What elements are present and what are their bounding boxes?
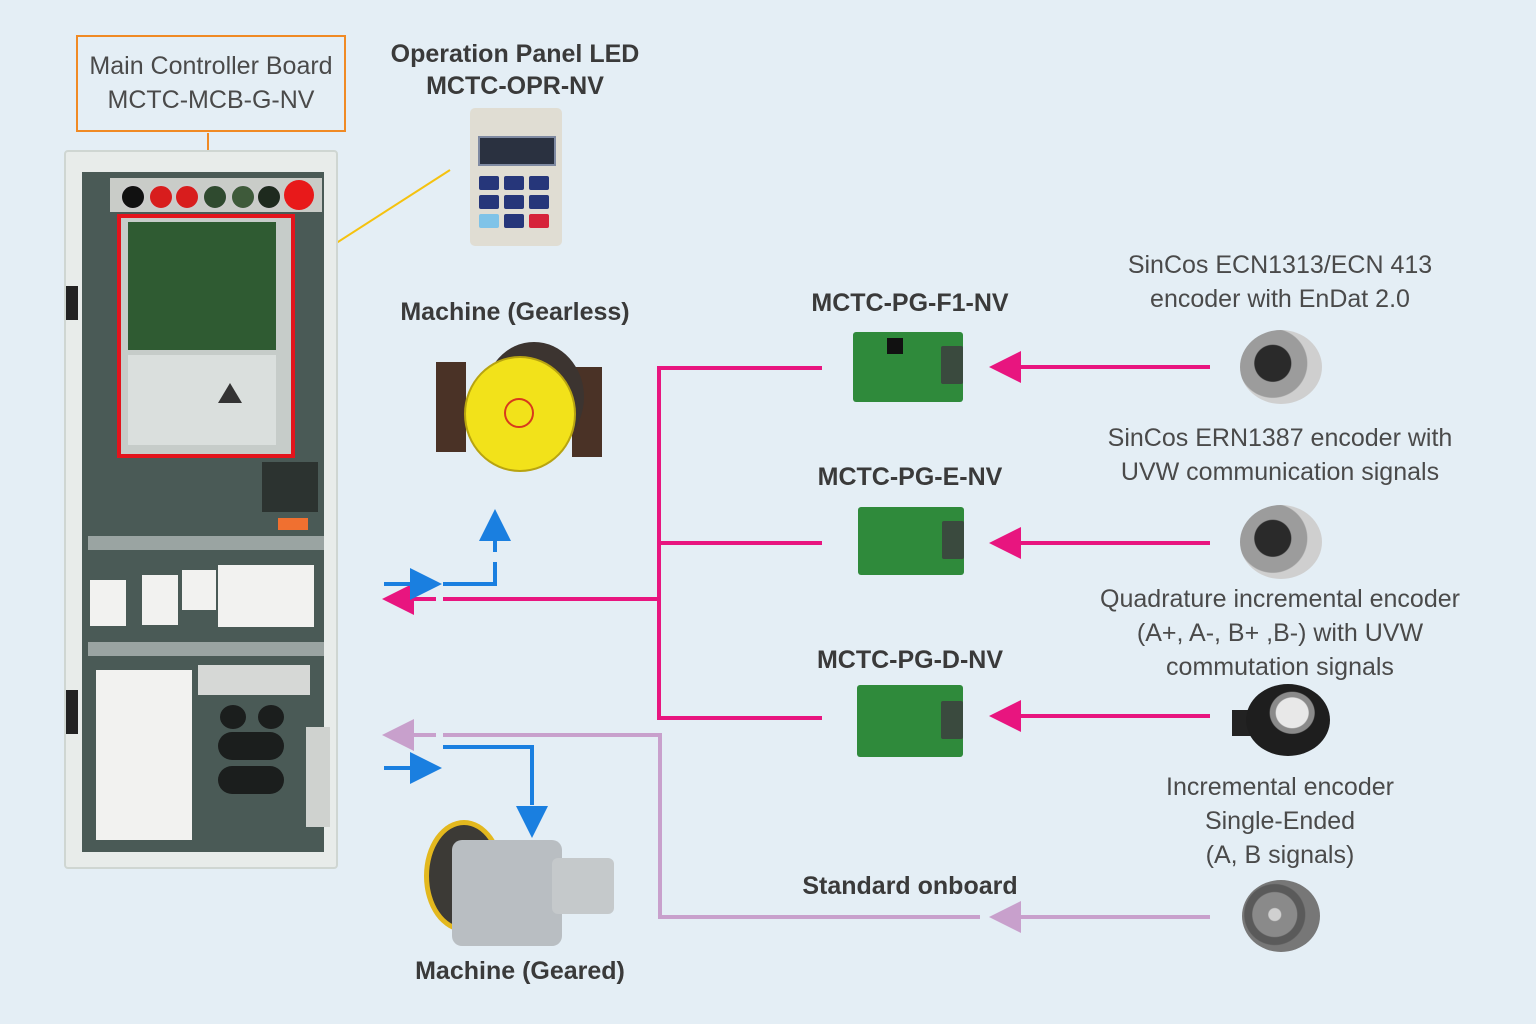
pg-card-label: MCTC-PG-E-NV [817,463,1003,491]
pg-card-d-image [857,685,963,757]
cabinet-rail [88,536,324,550]
keypad-key [504,176,524,190]
encoder-3-line3: commutation signals [1166,653,1394,681]
cable-hole [218,766,284,794]
encoder-2-line1: SinCos ERN1387 encoder with [1107,424,1453,452]
red-button-icon [174,184,200,210]
chip [887,338,903,354]
power-to-gearless-line [443,562,497,586]
main-controller-pcb [128,222,276,350]
pg-card-e-image [858,507,964,575]
encoder-4-line1: Incremental encoder [1166,773,1394,801]
pg-card-f1-image [853,332,963,402]
emergency-stop-icon [284,180,314,210]
power-supply-component [306,727,330,827]
quadrature-encoder-image [1232,684,1332,756]
gearless-machine-label: Machine (Gearless) [400,298,630,326]
encoder-1-description: SinCos ECN1313/ECN 413 encoder with EnDa… [1080,248,1480,316]
transformer-component [262,462,318,512]
relay-bank-component [96,670,192,840]
terminal-strip-component [198,665,310,695]
main-board-title-line1: Main Controller Board [89,52,333,80]
terminal-block-component [278,518,308,530]
breaker-component [218,565,314,627]
green-button-icon [202,184,228,210]
sincos-ern1387-encoder-image [1240,505,1322,579]
no-hammer-icon [504,398,534,428]
operation-panel-title: Operation Panel LED MCTC-OPR-NV [370,38,660,102]
encoder-4-line2: Single-Ended [1204,807,1356,835]
standard-onboard-line [443,733,980,919]
geared-machine-label: Machine (Geared) [415,957,625,985]
dark-button-icon [256,184,282,210]
selector-knob-icon [120,184,146,210]
warning-icon [218,383,242,403]
sincos-ecn1313-encoder-image [1240,330,1322,404]
door-hinge [66,286,78,320]
geared-machine-image [422,820,616,948]
green-button-icon [230,184,256,210]
main-board-title-line2: MCTC-MCB-G-NV [107,86,315,114]
hollow-shaft-encoder [1246,684,1330,756]
encoder-1-line2: encoder with EnDat 2.0 [1150,285,1410,313]
single-ended-encoder-image [1242,880,1320,952]
operation-panel-title-line1: Operation Panel LED [390,40,640,68]
keypad-key [529,214,549,228]
db9-connector [941,346,963,384]
door-hinge [66,690,78,734]
keypad-key [479,176,499,190]
keypad-key [479,214,499,228]
operation-panel-image [470,108,562,246]
standard-onboard-label: Standard onboard [802,872,1018,900]
keypad-key [479,195,499,209]
relay-component [182,570,216,610]
keypad-key [504,214,524,228]
gearless-machine-image [434,342,604,474]
encoder-2-description: SinCos ERN1387 encoder with UVW communic… [1080,421,1480,489]
led-display [478,136,556,166]
encoder-3-line2: (A+, A-, B+ ,B-) with UVW [1136,619,1424,647]
encoder-1-line1: SinCos ECN1313/ECN 413 [1127,251,1433,279]
cable-hole [220,705,246,729]
db9-connector [942,521,964,559]
power-to-geared-line [443,745,534,805]
cable-hole [258,705,284,729]
encoder-3-line1: Quadrature incremental encoder [1100,585,1460,613]
encoder-2-line2: UVW communication signals [1120,458,1440,486]
contactor-component [142,575,178,625]
encoder-3-description: Quadrature incremental encoder (A+, A-, … [1080,582,1480,684]
gearbox [452,840,562,946]
contactor-component [90,580,126,626]
motor-body [552,858,614,914]
red-button-icon [148,184,174,210]
board-cover-plate [128,355,276,445]
cable-hole [218,732,284,760]
machine-bracket [436,362,466,452]
operation-panel-title-line2: MCTC-OPR-NV [426,72,604,100]
pg-card-label: MCTC-PG-F1-NV [811,289,1009,317]
db9-connector [941,701,963,739]
keypad-key [529,176,549,190]
pg-card-label: MCTC-PG-D-NV [816,646,1004,674]
main-board-label-box: Main Controller Board MCTC-MCB-G-NV [76,35,346,132]
encoder-4-line3: (A, B signals) [1205,841,1355,869]
keypad-key [529,195,549,209]
cabinet-rail [88,642,324,656]
keypad-key [504,195,524,209]
encoder-4-description: Incremental encoder Single-Ended (A, B s… [1080,770,1480,872]
